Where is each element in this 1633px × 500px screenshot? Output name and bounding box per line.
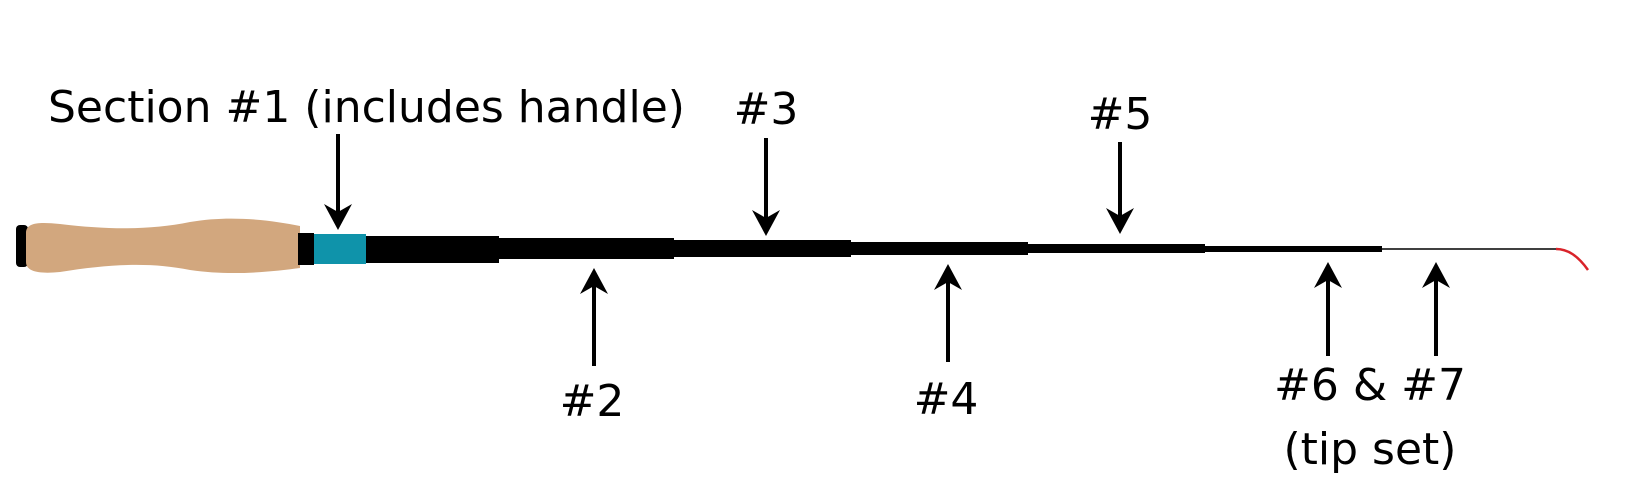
cork-handle [26,218,300,274]
arrow-section-3 [752,138,780,236]
arrow-section-4 [934,264,962,362]
label-section-2: #2 [560,376,625,427]
tip-line [1555,247,1590,271]
fishing-rod [16,218,1590,274]
arrow-section-2 [580,268,608,366]
arrow-section-5 [1106,142,1134,234]
butt-cap [16,225,28,267]
rod-section-2 [498,238,674,259]
label-section-5: #5 [1088,89,1153,140]
label-tip-set: (tip set) [1284,424,1457,475]
ferrule-band [314,234,366,264]
label-section-4: #4 [914,374,979,425]
rod-section-4 [850,242,1028,255]
arrow-section-7 [1422,262,1450,356]
label-section-1: Section #1 (includes handle) [48,82,685,133]
arrow-section-6 [1314,262,1342,356]
rod-section-5 [1027,244,1205,253]
rod-section-6 [1204,246,1382,252]
label-section-6-7: #6 & #7 [1274,360,1466,411]
rod-section-1 [366,236,499,263]
reel-seat-ring [298,233,314,265]
rod-section-3 [673,240,851,257]
label-section-3: #3 [734,84,799,135]
arrow-section-1 [324,134,352,230]
